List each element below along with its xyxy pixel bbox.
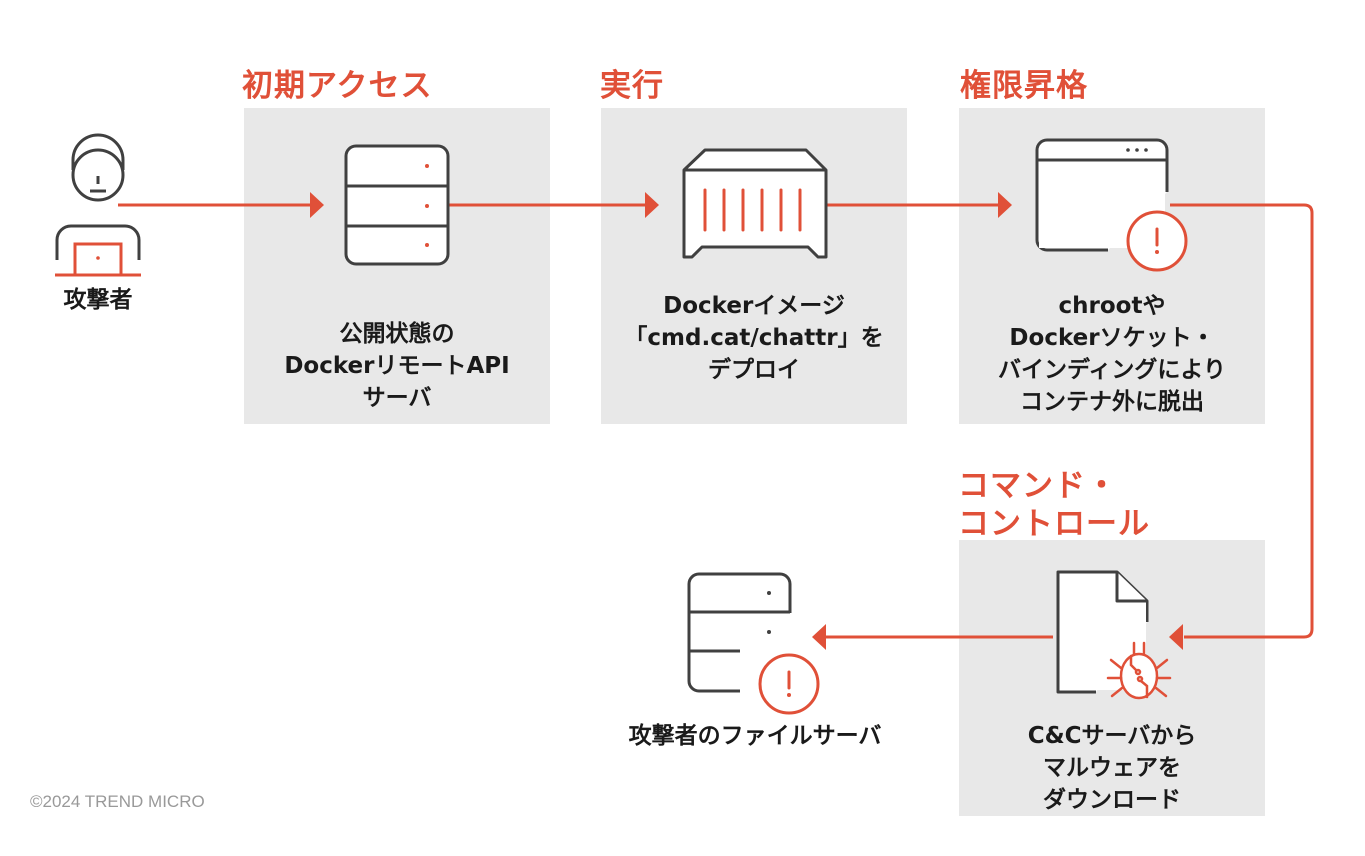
caption-line: バインディングにより	[998, 357, 1226, 383]
caption-line: マルウェアを	[1043, 755, 1181, 781]
stage-title-privilege-escalation: 権限昇格	[960, 68, 1088, 104]
copyright-footer: ©2024 TREND MICRO	[30, 792, 205, 811]
stage-title-execution: 実行	[600, 68, 664, 104]
caption-line: 攻撃者のファイルサーバ	[628, 723, 882, 749]
caption-line: Dockerイメージ	[663, 293, 845, 319]
window-alert-icon	[1035, 138, 1188, 272]
arrowhead-left	[1169, 624, 1183, 650]
arrowhead-right	[645, 192, 659, 218]
caption-line: 公開状態の	[339, 321, 455, 347]
attacker-laptop-icon	[55, 133, 141, 277]
arrowheads	[310, 192, 1183, 650]
attacker-label: 攻撃者	[38, 284, 158, 316]
stage-caption-execution: Dockerイメージ 「cmd.cat/chattr」を デプロイ	[601, 290, 907, 386]
attacker-label-text: 攻撃者	[63, 287, 133, 313]
server-icon	[344, 144, 450, 266]
stage-caption-initial-access: 公開状態の DockerリモートAPI サーバ	[244, 318, 550, 414]
file-server-label: 攻撃者のファイルサーバ	[590, 720, 920, 752]
caption-line: ダウンロード	[1043, 787, 1181, 813]
stage-caption-command-control: C&Cサーバから マルウェアを ダウンロード	[959, 720, 1265, 816]
container-icon	[682, 148, 828, 259]
caption-line: コンテナ外に脱出	[1020, 389, 1204, 415]
caption-line: Dockerソケット・	[1009, 325, 1215, 351]
flow-connectors	[118, 203, 1314, 639]
caption-line: C&Cサーバから	[1027, 723, 1197, 749]
bug-icon	[1106, 641, 1172, 700]
stage-title-initial-access: 初期アクセス	[242, 68, 433, 104]
stage-caption-privilege-escalation: chrootや Dockerソケット・ バインディングにより コンテナ外に脱出	[959, 290, 1265, 418]
caption-line: DockerリモートAPI	[284, 353, 510, 379]
caption-line: chrootや	[1058, 293, 1166, 319]
caption-line: デプロイ	[708, 357, 800, 383]
caption-line: サーバ	[362, 385, 432, 411]
arrowhead-right	[310, 192, 324, 218]
stage-title-command-control-line1: コマンド・	[958, 468, 1118, 504]
stage-title-command-control-line2: コントロール	[958, 506, 1150, 542]
arrowhead-left	[812, 624, 826, 650]
server-alert-icon	[687, 572, 820, 715]
arrow-window-to-malware	[1170, 203, 1314, 639]
caption-line: 「cmd.cat/chattr」を	[624, 325, 884, 351]
malware-file-icon	[1056, 570, 1172, 700]
arrowhead-right	[998, 192, 1012, 218]
